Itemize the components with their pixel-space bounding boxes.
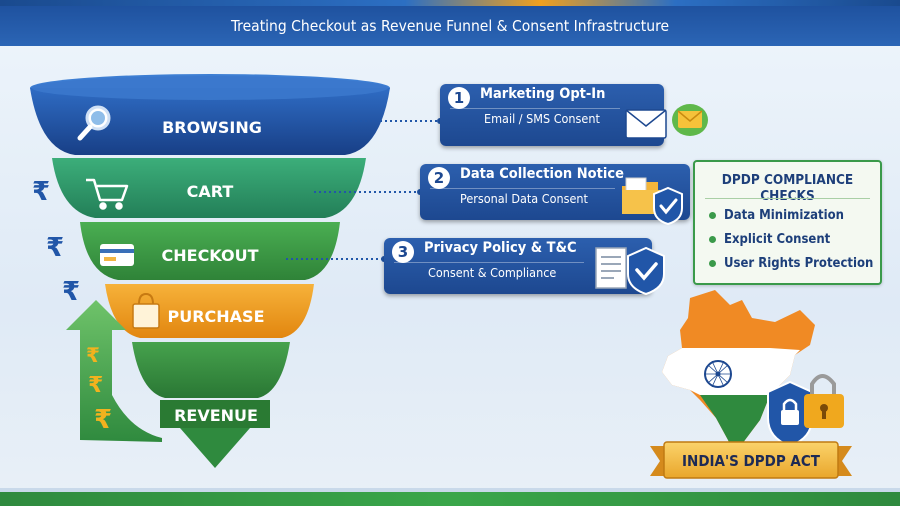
rupee-coin-3: ₹ — [94, 405, 112, 435]
credit-card-icon — [100, 244, 134, 266]
folder-shield-icon — [622, 177, 683, 226]
header-accent-stripe — [0, 0, 900, 6]
step-number-3: 3 — [392, 241, 414, 263]
rupee-symbol-3: ₹ — [62, 277, 80, 307]
dpdp-act-label: INDIA'S DPDP ACT — [682, 452, 821, 470]
step-title-3: Privacy Policy & T&C — [424, 240, 577, 256]
footer-stripe — [0, 492, 900, 506]
magnifier-icon — [77, 105, 111, 141]
stage-label-checkout: CHECKOUT — [162, 246, 259, 265]
dpdp-compliance-checks-panel: DPDP COMPLIANCE CHECKS Data Minimization… — [693, 160, 882, 285]
compliance-title: DPDP COMPLIANCE CHECKS — [721, 172, 854, 204]
stage-label-cart: CART — [187, 182, 234, 201]
funnel-stage-cart — [52, 158, 366, 218]
envelope-icon — [625, 104, 708, 139]
step-subtitle-2: Personal Data Consent — [460, 191, 588, 206]
step-number-1: 1 — [448, 87, 470, 109]
funnel-stage-checkout — [80, 222, 340, 280]
bullet-icon — [709, 236, 716, 243]
page-subtitle: Treating Checkout as Revenue Funnel & Co… — [230, 17, 670, 35]
india-map-lock-icon — [662, 290, 844, 455]
rupee-coin-2: ₹ — [88, 373, 103, 398]
rupee-symbol-1: ₹ — [32, 177, 50, 207]
compliance-item-1: Data Minimization — [709, 208, 844, 223]
step-title-2: Data Collection Notice — [460, 166, 624, 182]
bullet-icon — [709, 212, 716, 219]
funnel-stage-revenue — [132, 342, 290, 468]
stage-label-purchase: PURCHASE — [167, 307, 264, 326]
step-subtitle-3: Consent & Compliance — [428, 265, 557, 280]
step-title-1: Marketing Opt-In — [480, 86, 606, 102]
step-number-2: 2 — [428, 167, 450, 189]
stage-label-revenue: REVENUE — [174, 406, 258, 425]
growth-arrow-icon — [66, 300, 162, 442]
compliance-item-3: User Rights Protection — [709, 256, 873, 271]
dpdp-act-banner: INDIA'S DPDP ACT — [650, 441, 852, 479]
rupee-coin-1: ₹ — [86, 343, 100, 367]
footer-divider — [0, 488, 900, 492]
stage-label-browsing: BROWSING — [162, 118, 262, 137]
shopping-bag-icon — [132, 292, 160, 329]
bullet-icon — [709, 260, 716, 267]
rupee-symbol-2: ₹ — [46, 233, 64, 263]
compliance-item-2: Explicit Consent — [709, 232, 830, 247]
funnel-stage-browsing — [30, 74, 390, 155]
header-bar — [0, 0, 900, 46]
step-subtitle-1: Email / SMS Consent — [484, 111, 600, 126]
shopping-cart-icon — [86, 178, 129, 210]
document-shield-icon — [595, 246, 665, 296]
